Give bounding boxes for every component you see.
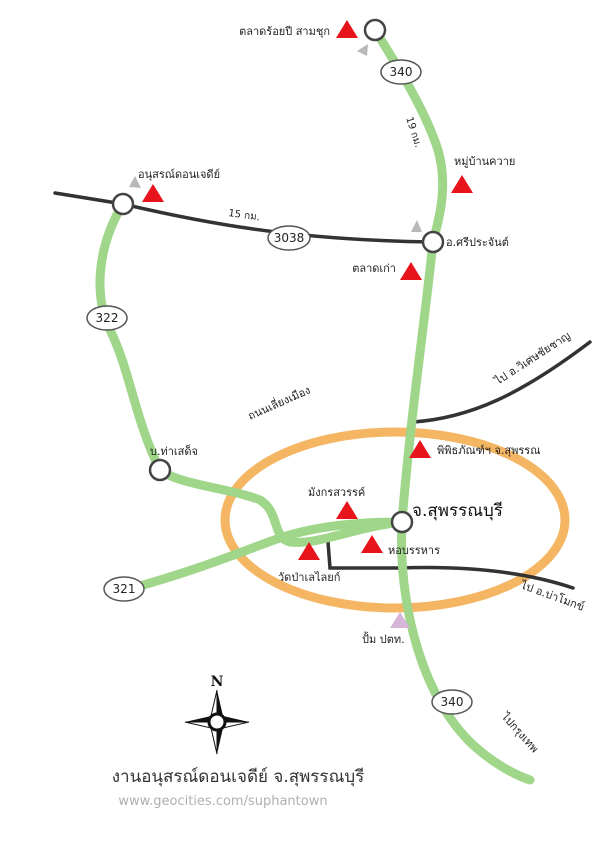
label-old-market: ตลาดเก่า (352, 262, 396, 275)
road-3038 (53, 191, 435, 244)
landmark-triangle-icon (361, 535, 383, 553)
shield-340-bottom: 340 (431, 689, 473, 715)
label-dragon-heaven: มังกรสวรรค์ (308, 486, 365, 499)
label-dist-15: 15 กม. (228, 208, 261, 223)
main-roads (95, 25, 535, 785)
arrow-icon (357, 44, 368, 56)
junction-siprachan (421, 230, 445, 254)
road-321 (120, 517, 407, 595)
landmark-triangle-icon (409, 440, 431, 458)
landmarks (142, 20, 473, 560)
shield-label: 340 (441, 695, 464, 709)
junction-thasaet (148, 458, 172, 482)
footer-title: งานอนุสรณ์ดอนเจดีย์ จ.สุพรรณบุรี (112, 767, 365, 787)
label-tha-saet: บ.ท่าเสด็จ (150, 444, 198, 458)
road-to-wiset (411, 340, 592, 424)
ring-road (220, 427, 570, 613)
gas-station-triangle-icon (390, 612, 410, 628)
shield-321: 321 (103, 576, 145, 602)
arrow-icon (411, 220, 422, 232)
shield-label: 321 (113, 582, 136, 596)
label-market-100y: ตลาดร้อยปี สามชุก (239, 25, 330, 38)
road-shields: 340 3038 322 321 340 (86, 59, 473, 715)
shield-340-top: 340 (380, 59, 422, 85)
shield-label: 3038 (274, 231, 305, 245)
shield-label: 340 (390, 65, 413, 79)
shield-322: 322 (86, 305, 128, 331)
compass-north-label: N (211, 674, 224, 690)
arrow-icon (129, 176, 141, 188)
landmark-triangle-icon (298, 542, 320, 560)
label-gas-station: ปั้ม ปตท. (362, 631, 405, 646)
junction-monument (111, 192, 135, 216)
label-to-wiset: ไป อ.วิเศษชัยชาญ (492, 329, 573, 388)
label-bypass: ถนนเลี่ยงเมือง (245, 382, 312, 423)
direction-arrows (129, 44, 422, 232)
shield-label: 322 (96, 311, 119, 325)
label-city: จ.สุพรรณบุรี (412, 501, 503, 521)
landmark-triangle-icon (400, 262, 422, 280)
label-dist-19: 19 กม. (403, 116, 423, 150)
label-to-bangkok: ไปกรุงเทพ (498, 710, 541, 756)
landmark-triangle-icon (451, 175, 473, 193)
label-buffalo-village: หมู่บ้านควาย (454, 155, 515, 168)
road-340 (370, 25, 535, 785)
junction-city (390, 510, 414, 534)
junction-samchuk (363, 18, 387, 42)
landmark-triangle-icon (336, 501, 358, 519)
label-wat-pa-lelai: วัดป่าเลไลยก์ (278, 571, 340, 584)
compass-rose-icon: N (184, 674, 250, 755)
landmark-triangle-icon (142, 184, 164, 202)
footer-url: www.geocities.com/suphantown (118, 794, 327, 809)
junctions (111, 18, 445, 534)
label-monument: อนุสรณ์ดอนเจดีย์ (138, 168, 220, 181)
label-museum: พิพิธภัณฑ์ฯ จ.สุพรรณ (437, 444, 540, 457)
label-si-prachan: อ.ศรีประจันต์ (446, 236, 509, 249)
shield-3038: 3038 (267, 225, 311, 251)
landmark-triangle-icon (336, 20, 358, 38)
label-tower: หอบรรหาร (388, 544, 440, 557)
